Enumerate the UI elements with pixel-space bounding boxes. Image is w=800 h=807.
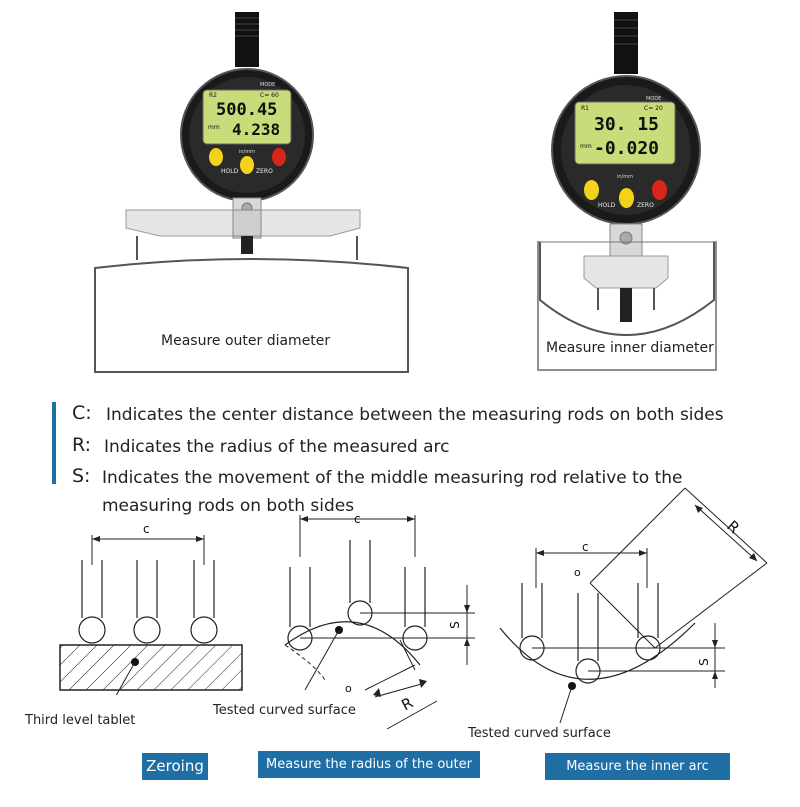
outer-hold-button[interactable] xyxy=(209,148,223,166)
outer-lcd-tag-c: C= 60 xyxy=(260,92,279,99)
inner-arc-label: Tested curved surface xyxy=(468,726,611,741)
zeroing-tag: Zeroing xyxy=(142,753,208,780)
legend-key-c: C: xyxy=(72,402,92,424)
inner-arc-c-label: c xyxy=(582,540,589,554)
inner-gauge-illustration: R1 C= 20 30. 15 mm -0.020 MODE in/mm HOL… xyxy=(520,10,730,380)
legend-text-s: Indicates the movement of the middle mea… xyxy=(102,468,683,488)
outer-zero-button[interactable] xyxy=(272,148,286,166)
inner-arc-s-label: S xyxy=(696,658,711,666)
outer-arc-diagram xyxy=(284,515,475,730)
inner-hold-button[interactable] xyxy=(584,180,599,200)
outer-gauge-illustration: R2 C= 60 500.45 mm 4.238 MODE in/mm HOLD… xyxy=(90,10,420,380)
outer-lcd-line1: 500.45 xyxy=(216,100,278,120)
zeroing-c-label: c xyxy=(143,522,150,536)
legend-text-c: Indicates the center distance between th… xyxy=(106,405,724,425)
inner-zero-button[interactable] xyxy=(652,180,667,200)
outer-arc-c-label: c xyxy=(354,512,361,526)
legend-key-r: R: xyxy=(72,434,92,456)
legend-text-s-line2: measuring rods on both sides xyxy=(102,496,355,516)
outer-center-button[interactable] xyxy=(240,156,254,174)
inner-btn-hold-label: HOLD xyxy=(598,202,616,209)
inner-lcd-line2: -0.020 xyxy=(594,138,660,159)
outer-caption: Measure outer diameter xyxy=(161,333,331,349)
outer-btn-zero-label: ZERO xyxy=(256,168,273,175)
outer-lcd-tag-mm: mm xyxy=(208,124,220,131)
zeroing-diagram xyxy=(59,535,243,695)
outer-btn-mode-label: MODE xyxy=(260,82,276,88)
inner-btn-inch-label: in/mm xyxy=(617,174,633,180)
zeroing-label: Third level tablet xyxy=(25,713,136,728)
legend-accent-bar xyxy=(52,402,56,484)
outer-arc-s-label: S xyxy=(447,621,462,629)
inner-lcd-tag-c: C= 20 xyxy=(644,105,663,112)
inner-caption: Measure inner diameter xyxy=(546,340,714,356)
outer-btn-hold-label: HOLD xyxy=(221,168,239,175)
outer-arc-o-label: o xyxy=(345,682,352,695)
inner-arc-tag: Measure the inner arc radius xyxy=(545,753,730,801)
outer-lcd-tag-r: R2 xyxy=(209,92,217,99)
inner-center-button[interactable] xyxy=(619,188,634,208)
outer-lcd-line2: 4.238 xyxy=(232,120,281,139)
outer-arc-label: Tested curved surface xyxy=(213,703,356,718)
inner-lcd-line1: 30. 15 xyxy=(594,114,660,135)
inner-arc-o-label: o xyxy=(574,566,581,579)
legend-text-r: Indicates the radius of the measured arc xyxy=(104,437,450,457)
inner-lcd-tag-r: R1 xyxy=(581,105,589,112)
legend-key-s: S: xyxy=(72,465,91,487)
outer-arc-tag: Measure the radius of the outer arc xyxy=(258,751,480,799)
inner-btn-mode-label: MODE xyxy=(646,96,662,102)
inner-btn-zero-label: ZERO xyxy=(637,202,654,209)
outer-btn-inch-label: in/mm xyxy=(239,149,255,155)
inner-arc-diagram xyxy=(499,487,768,724)
inner-lcd-tag-mm: mm xyxy=(580,143,592,150)
